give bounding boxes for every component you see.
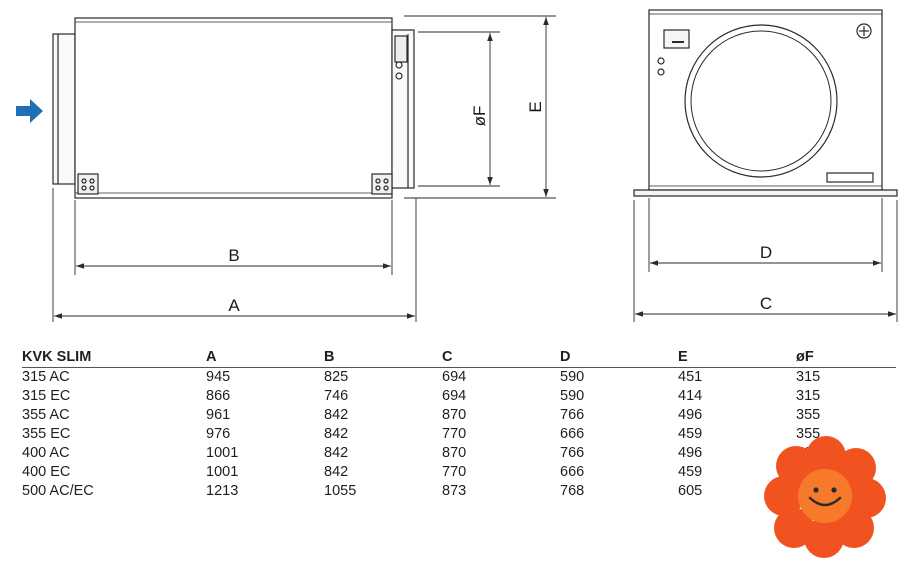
cell-e: 605: [678, 483, 703, 499]
cell-a: 976: [206, 426, 231, 442]
cell-e: 459: [678, 426, 703, 442]
dimension-label-c: C: [760, 294, 772, 313]
cell-c: 873: [442, 483, 467, 499]
column-header-a: A: [206, 347, 324, 368]
cell-f: 315: [796, 388, 821, 404]
table-row: 315 EC 866 746 694 590 414 315: [22, 387, 896, 406]
cell-a: 1213: [206, 483, 239, 499]
cell-model: 315 AC: [22, 369, 70, 385]
column-header-c: C: [442, 347, 560, 368]
cell-a: 866: [206, 388, 231, 404]
smiley-flower-icon: [764, 436, 886, 558]
column-header-e: E: [678, 347, 796, 368]
table-row: 355 EC 976 842 770 666 459 355: [22, 425, 896, 444]
cell-e: 496: [678, 407, 703, 423]
cell-d: 768: [560, 483, 585, 499]
cell-model: 500 AC/EC: [22, 483, 94, 499]
cell-model: 355 AC: [22, 407, 70, 423]
technical-drawing: B A E øF D C: [16, 9, 898, 322]
cell-b: 842: [324, 407, 349, 423]
cell-c: 694: [442, 388, 467, 404]
cell-model: 315 EC: [22, 388, 71, 404]
cell-b: 842: [324, 464, 349, 480]
column-header-b: B: [324, 347, 442, 368]
cell-d: 766: [560, 407, 585, 423]
cell-model: 400 AC: [22, 445, 70, 461]
cell-f: 355: [796, 426, 821, 442]
dimension-label-d: D: [760, 243, 772, 262]
dimension-label-e: E: [526, 101, 545, 112]
cell-c: 694: [442, 369, 467, 385]
table-header-row: KVK SLIM A B C D E øF: [22, 347, 896, 368]
dimension-label-a: A: [228, 296, 240, 315]
column-header-d: D: [560, 347, 678, 368]
cell-d: 666: [560, 464, 585, 480]
cell-a: 1001: [206, 464, 239, 480]
cell-b: 842: [324, 445, 349, 461]
cell-a: 961: [206, 407, 231, 423]
cell-d: 590: [560, 388, 585, 404]
cell-a: 1001: [206, 445, 239, 461]
table-row: 315 AC 945 825 694 590 451 315: [22, 368, 896, 388]
cell-b: 746: [324, 388, 349, 404]
cell-model: 400 EC: [22, 464, 71, 480]
cell-f: 315: [796, 369, 821, 385]
cell-e: 496: [678, 445, 703, 461]
cell-c: 770: [442, 464, 467, 480]
cell-d: 666: [560, 426, 585, 442]
cell-b: 825: [324, 369, 349, 385]
cell-a: 945: [206, 369, 231, 385]
column-header-model: KVK SLIM: [22, 347, 206, 368]
cell-e: 451: [678, 369, 703, 385]
cell-c: 770: [442, 426, 467, 442]
cell-b: 842: [324, 426, 349, 442]
cell-c: 870: [442, 445, 467, 461]
cell-e: 414: [678, 388, 703, 404]
front-view-dimensions: [633, 198, 898, 322]
cell-d: 766: [560, 445, 585, 461]
cell-c: 870: [442, 407, 467, 423]
side-view-dimensions: [52, 15, 556, 322]
side-view: [52, 17, 415, 199]
dimension-label-f: øF: [470, 106, 489, 127]
cell-e: 459: [678, 464, 703, 480]
front-view: [633, 9, 898, 197]
dimensions-table: KVK SLIM A B C D E øF 315 AC 945 825 694…: [22, 347, 896, 501]
cell-d: 590: [560, 369, 585, 385]
table-row: 355 AC 961 842 870 766 496 355: [22, 406, 896, 425]
arrow-right-icon: [16, 99, 43, 123]
cell-f: 355: [796, 407, 821, 423]
cell-b: 1055: [324, 483, 357, 499]
dimension-label-b: B: [228, 246, 239, 265]
cell-model: 355 EC: [22, 426, 71, 442]
column-header-f: øF: [796, 347, 896, 368]
